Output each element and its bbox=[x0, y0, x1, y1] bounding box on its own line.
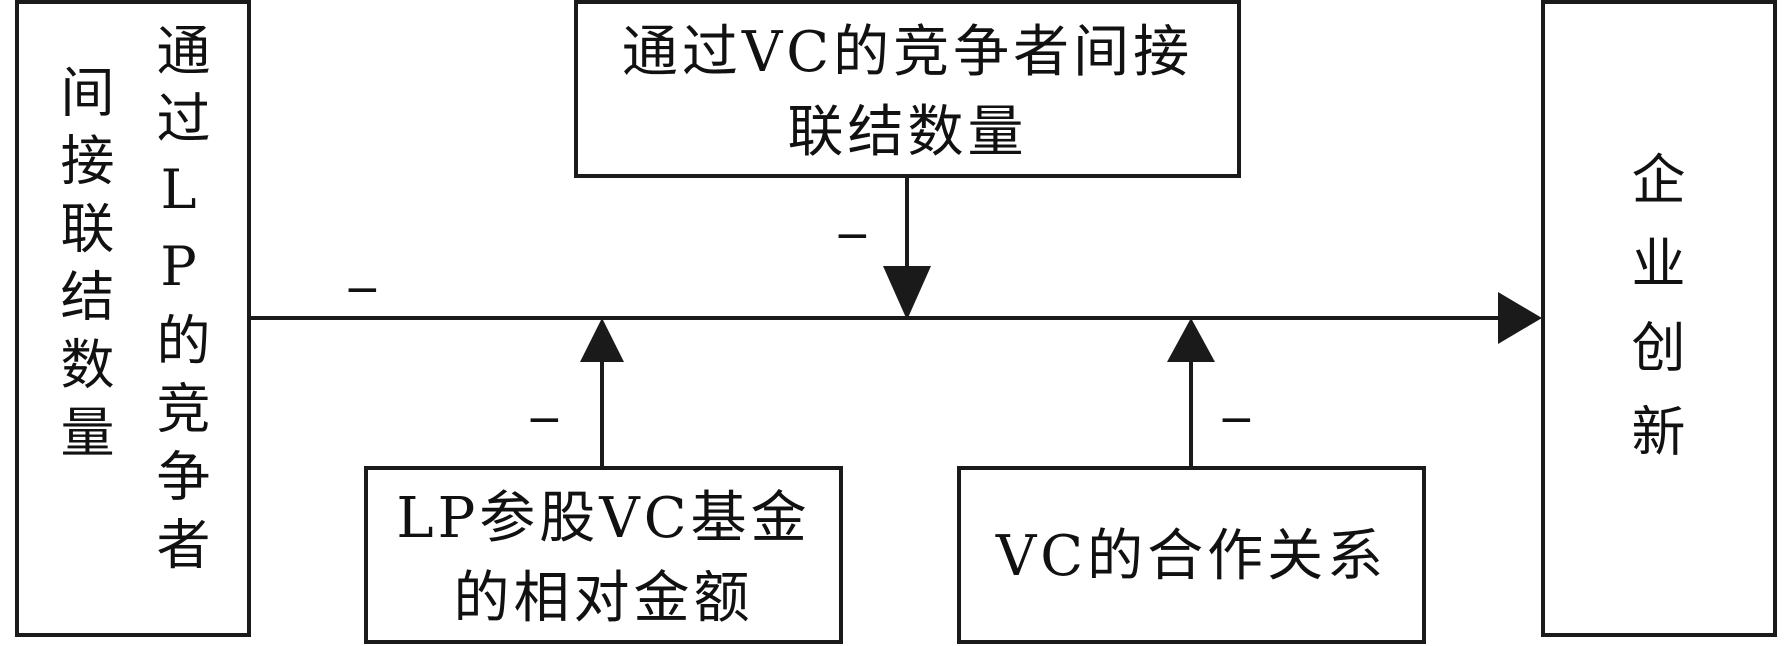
main-path-arrowhead bbox=[1498, 292, 1542, 344]
top-moderator-line1: 通过VC的竞争者间接 bbox=[621, 20, 1194, 85]
dependent-variable-box: 企业创新 bbox=[1541, 0, 1777, 637]
independent-variable-box: 通过LP的竞争者 间接联结数量 bbox=[15, 0, 251, 637]
bottom-left-moderator-box: LP参股VC基金 的相对金额 bbox=[364, 466, 843, 644]
bottom-right-moderator-sign: − bbox=[1218, 394, 1255, 445]
bottom-left-moderator-line1: LP参股VC基金 bbox=[396, 486, 811, 551]
bottom-left-moderator-sign: − bbox=[526, 394, 563, 445]
main-path-sign: − bbox=[344, 264, 381, 315]
bottom-left-moderator-arrowhead bbox=[580, 318, 624, 362]
top-moderator-line2: 联结数量 bbox=[787, 100, 1028, 165]
independent-variable-col2: 间接联结数量 bbox=[51, 64, 114, 472]
top-moderator-sign: − bbox=[834, 210, 871, 261]
bottom-right-moderator-label: VC的合作关系 bbox=[995, 524, 1388, 589]
dependent-variable-label: 企业创新 bbox=[1622, 151, 1685, 487]
independent-variable-col1: 通过LP的竞争者 bbox=[147, 22, 210, 584]
bottom-left-moderator-line2: 的相对金额 bbox=[453, 566, 754, 631]
top-moderator-box: 通过VC的竞争者间接 联结数量 bbox=[574, 0, 1241, 178]
bottom-right-moderator-box: VC的合作关系 bbox=[957, 466, 1426, 644]
top-moderator-arrowhead bbox=[883, 266, 931, 320]
bottom-right-moderator-arrowhead bbox=[1167, 318, 1215, 362]
